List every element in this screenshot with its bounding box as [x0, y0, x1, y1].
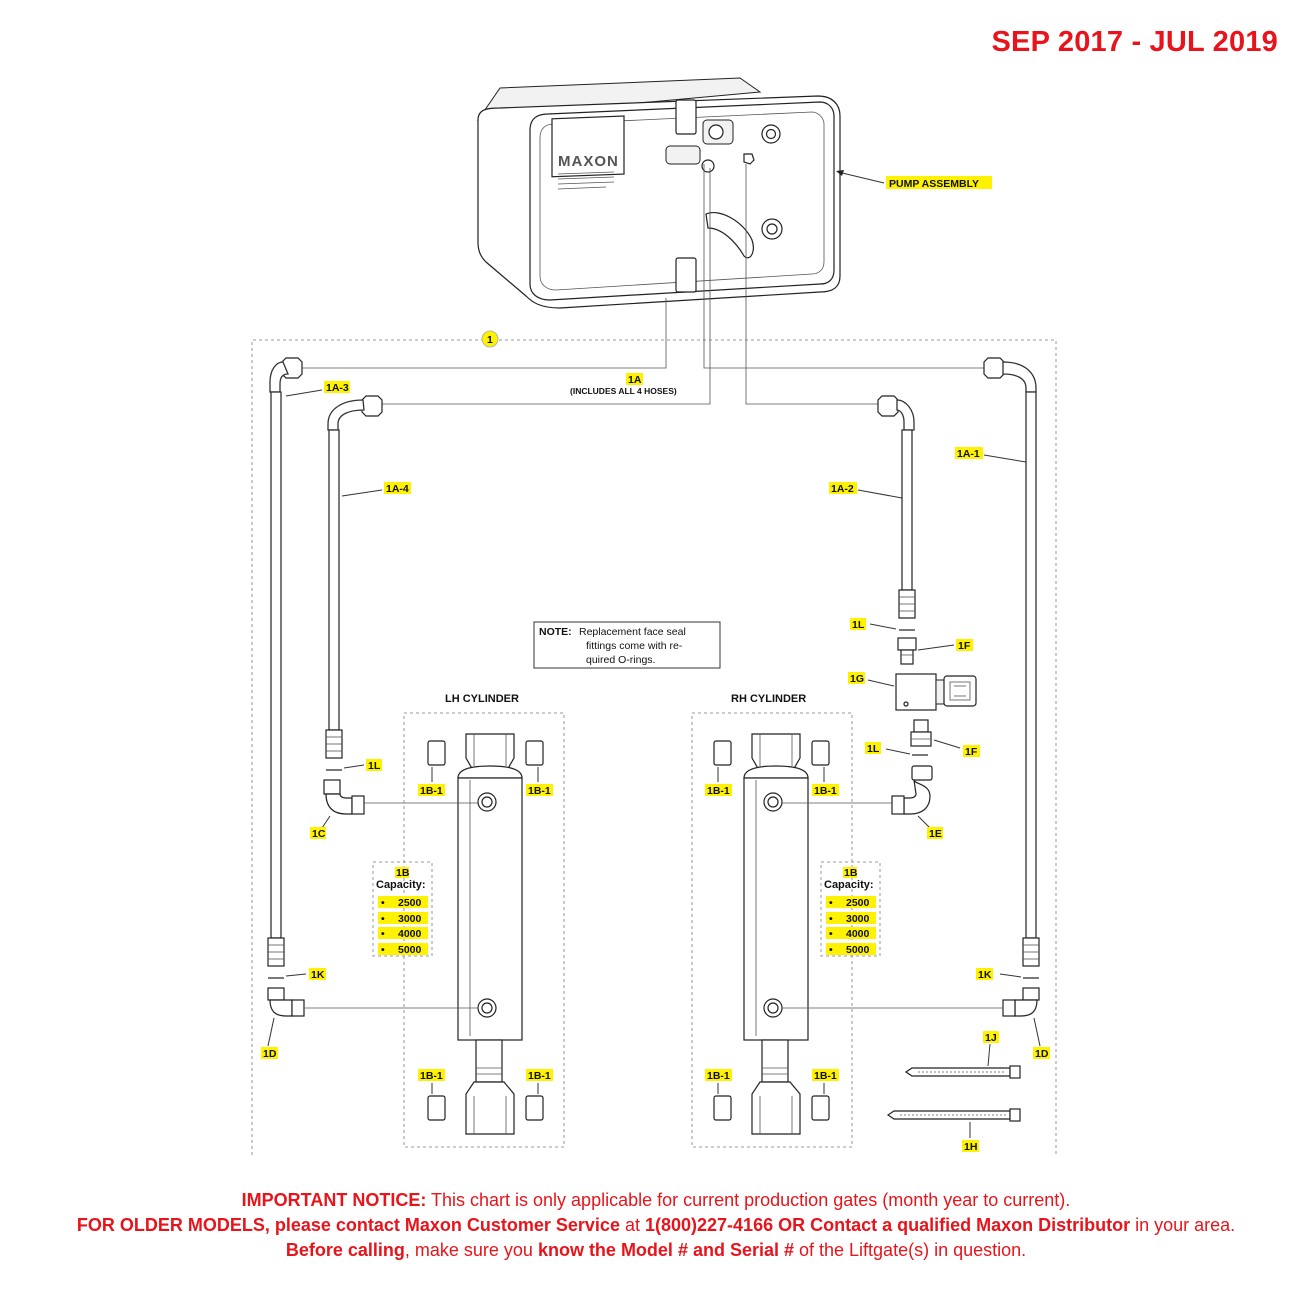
- svg-text:•: •: [381, 928, 385, 940]
- note-box: NOTE: Replacement face seal fittings com…: [533, 621, 721, 669]
- valve-1g: [895, 673, 977, 711]
- notice-know-model: know the Model # and Serial #: [537, 1240, 794, 1260]
- hose-1a-3-label: 1A-3: [326, 382, 349, 394]
- rh-cylinder-title: RH CYLINDER: [731, 693, 806, 705]
- hose-1a-4: [325, 395, 383, 759]
- fitting-1f-bottom: [910, 719, 932, 747]
- hose-1a-2: [877, 395, 916, 619]
- lh-bushing-1b-1-label-2: 1B-1: [528, 785, 551, 797]
- lh-capacity-5000: 5000: [398, 944, 422, 956]
- hose-1a-4-label: 1A-4: [386, 483, 409, 495]
- lh-1b-label: 1B: [396, 867, 410, 879]
- right-1k-label: 1K: [978, 969, 992, 981]
- rh-capacity-4000: 4000: [846, 928, 870, 940]
- rh-1b-label: 1B: [844, 867, 858, 879]
- elbow-1d-right-label: 1D: [1035, 1048, 1049, 1060]
- lh-capacity-4000: 4000: [398, 928, 422, 940]
- fitting-1f-top: [897, 637, 917, 665]
- kit-1-label: 1: [487, 334, 493, 346]
- left-1k-label: 1K: [311, 969, 325, 981]
- lh-bushing-1b-1-label-1: 1B-1: [420, 785, 443, 797]
- elbow-1d-left-label: 1D: [263, 1048, 277, 1060]
- cable-tie-1h: [886, 1108, 1021, 1122]
- lh-capacity-3000: 3000: [398, 913, 422, 925]
- rh-bushing-1b-1-label-4: 1B-1: [814, 1070, 837, 1082]
- notice-phone-contact: 1(800)227-4166 OR Contact a qualified Ma…: [644, 1215, 1131, 1235]
- svg-text:•: •: [829, 944, 833, 956]
- rh-capacity-label: Capacity:: [824, 879, 874, 891]
- rh-cylinder: [743, 733, 809, 1135]
- hose-1a-2-label: 1A-2: [831, 483, 854, 495]
- elbow-1c-label: 1C: [312, 828, 326, 840]
- notice-before-calling: Before calling: [285, 1240, 405, 1260]
- cable-tie-1j-label: 1J: [985, 1032, 997, 1044]
- note-line-1: Replacement face seal: [579, 626, 686, 638]
- fitting-1f-top-label: 1F: [958, 640, 971, 652]
- lh-cylinder-title: LH CYLINDER: [445, 693, 519, 705]
- rh-capacity-5000: 5000: [846, 944, 870, 956]
- left-1l-label: 1L: [368, 760, 381, 772]
- lh-capacity-label: Capacity:: [376, 879, 426, 891]
- lh-cylinder: [457, 733, 523, 1135]
- elbow-fitting-1c: [323, 779, 365, 815]
- lh-capacity-2500: 2500: [398, 897, 422, 909]
- lh-capacity-box: 1B Capacity: • 2500 • 3000 • 4000 • 5000: [372, 861, 433, 957]
- note-line-3: quired O-rings.: [586, 654, 655, 666]
- notice-important-text: This chart is only applicable for curren…: [426, 1190, 1071, 1210]
- notice-important-label: IMPORTANT NOTICE:: [241, 1190, 427, 1210]
- elbow-fitting-1d-left: [267, 987, 305, 1017]
- cable-tie-1h-label: 1H: [964, 1141, 977, 1153]
- right-1l-top-label: 1L: [852, 619, 865, 631]
- svg-text:•: •: [829, 913, 833, 925]
- elbow-fitting-1d-right: [1002, 987, 1040, 1017]
- hose-1a-1-label: 1A-1: [957, 448, 980, 460]
- svg-text:•: •: [381, 913, 385, 925]
- rh-capacity-2500: 2500: [846, 897, 870, 909]
- rh-capacity-box: 1B Capacity: • 2500 • 3000 • 4000 • 5000: [820, 861, 881, 957]
- important-notice: IMPORTANT NOTICE: This chart is only app…: [76, 1190, 1236, 1260]
- date-range-title: SEP 2017 - JUL 2019: [991, 26, 1278, 58]
- cable-tie-1j: [904, 1065, 1021, 1079]
- rh-capacity-3000: 3000: [846, 913, 870, 925]
- svg-text:•: •: [829, 897, 833, 909]
- note-line-2: fittings come with re-: [586, 640, 683, 652]
- hose-1a-3: [267, 357, 303, 967]
- rh-bushing-1b-1-label-1: 1B-1: [707, 785, 730, 797]
- right-1l-bottom-label: 1L: [867, 743, 880, 755]
- hose-1a-1: [983, 357, 1040, 967]
- kit-1a-label: 1A: [628, 374, 642, 386]
- pump-assembly-label: PUMP ASSEMBLY: [889, 178, 979, 190]
- lh-bushing-1b-1-label-3: 1B-1: [420, 1070, 443, 1082]
- valve-1g-label: 1G: [850, 673, 864, 685]
- kit-1a-note: (INCLUDES ALL 4 HOSES): [570, 386, 677, 396]
- notice-older-models: FOR OLDER MODELS, please contact Maxon C…: [76, 1215, 620, 1235]
- pump-assembly: MAXON: [476, 77, 841, 309]
- elbow-fitting-1e: [891, 765, 933, 815]
- elbow-1e-label: 1E: [929, 828, 942, 840]
- svg-text:•: •: [381, 944, 385, 956]
- note-label: NOTE:: [539, 626, 572, 638]
- svg-text:•: •: [381, 897, 385, 909]
- svg-text:•: •: [829, 928, 833, 940]
- rh-bushing-1b-1-label-2: 1B-1: [814, 785, 837, 797]
- maxon-logo: MAXON: [558, 153, 619, 170]
- fitting-1f-bottom-label: 1F: [965, 746, 978, 758]
- rh-bushing-1b-1-label-3: 1B-1: [707, 1070, 730, 1082]
- lh-bushing-1b-1-label-4: 1B-1: [528, 1070, 551, 1082]
